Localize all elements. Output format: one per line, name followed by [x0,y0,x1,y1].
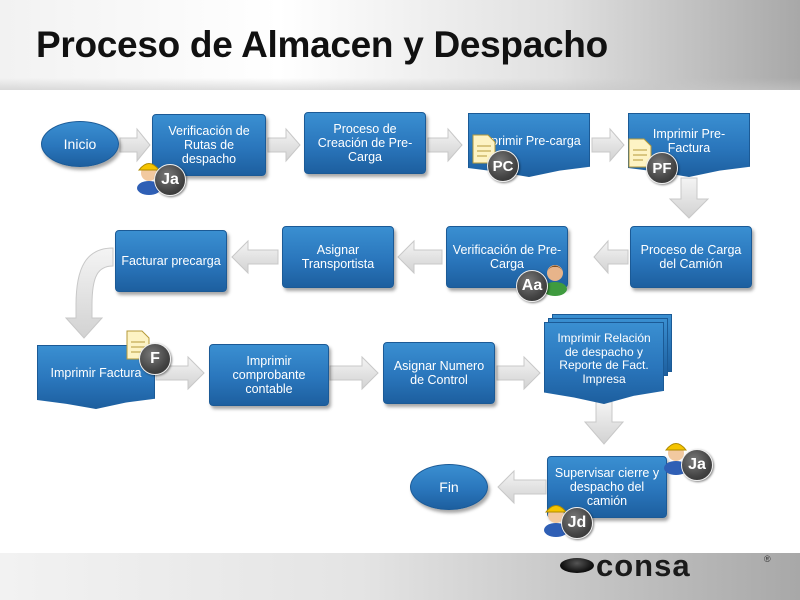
node-verificacion-precarga: Verificación de Pre-Carga [446,226,568,288]
node-comprobante-contable: Imprimir comprobante contable [209,344,329,406]
arrow-n7-to-n8 [231,239,279,275]
arrow-n4-to-n5 [668,177,710,219]
badge-pc: PC [487,150,519,182]
node-inicio: Inicio [41,121,119,167]
badge-jd: Jd [561,507,593,539]
badge-pf: PF [646,152,678,184]
arrow-n8-to-n9 [64,247,114,339]
node-relacion-despacho: Imprimir Relación de despacho y Reporte … [544,322,664,404]
arrow-n5-to-n6 [593,239,629,275]
node-fin: Fin [410,464,488,510]
arrow-n13-to-fin [497,469,547,505]
arrow-n11-to-n12 [496,355,541,391]
arrow-n6-to-n7 [397,239,443,275]
node-numero-control: Asignar Numero de Control [383,342,495,404]
node-creacion-precarga: Proceso de Creación de Pre-Carga [304,112,426,174]
node-facturar-precarga: Facturar precarga [115,230,227,292]
badge-ja-1: Ja [154,164,186,196]
arrow-n2-to-n3 [427,127,463,163]
person-icon [543,265,567,296]
arrow-inicio-to-n1 [119,127,151,163]
document-icon [628,138,652,168]
node-asignar-transportista: Asignar Transportista [282,226,394,288]
node-supervisar-cierre: Supervisar cierre y despacho del camión [547,456,667,518]
arrow-n1-to-n2 [267,127,301,163]
badge-aa: Aa [516,270,548,302]
arrow-n12-to-n13 [583,401,625,445]
header-banner [0,0,800,90]
page-title: Proceso de Almacen y Despacho [36,24,608,65]
arrow-n3-to-n4 [591,127,625,163]
arrow-n10-to-n11 [329,355,379,391]
arrow-n9-to-n10 [155,355,205,391]
footer-banner [0,553,800,600]
logo-mark-icon [560,558,594,573]
badge-ja-2: Ja [681,449,713,481]
badge-f: F [139,343,171,375]
node-carga-camion: Proceso de Carga del Camión [630,226,752,288]
worker-icon [137,163,161,195]
